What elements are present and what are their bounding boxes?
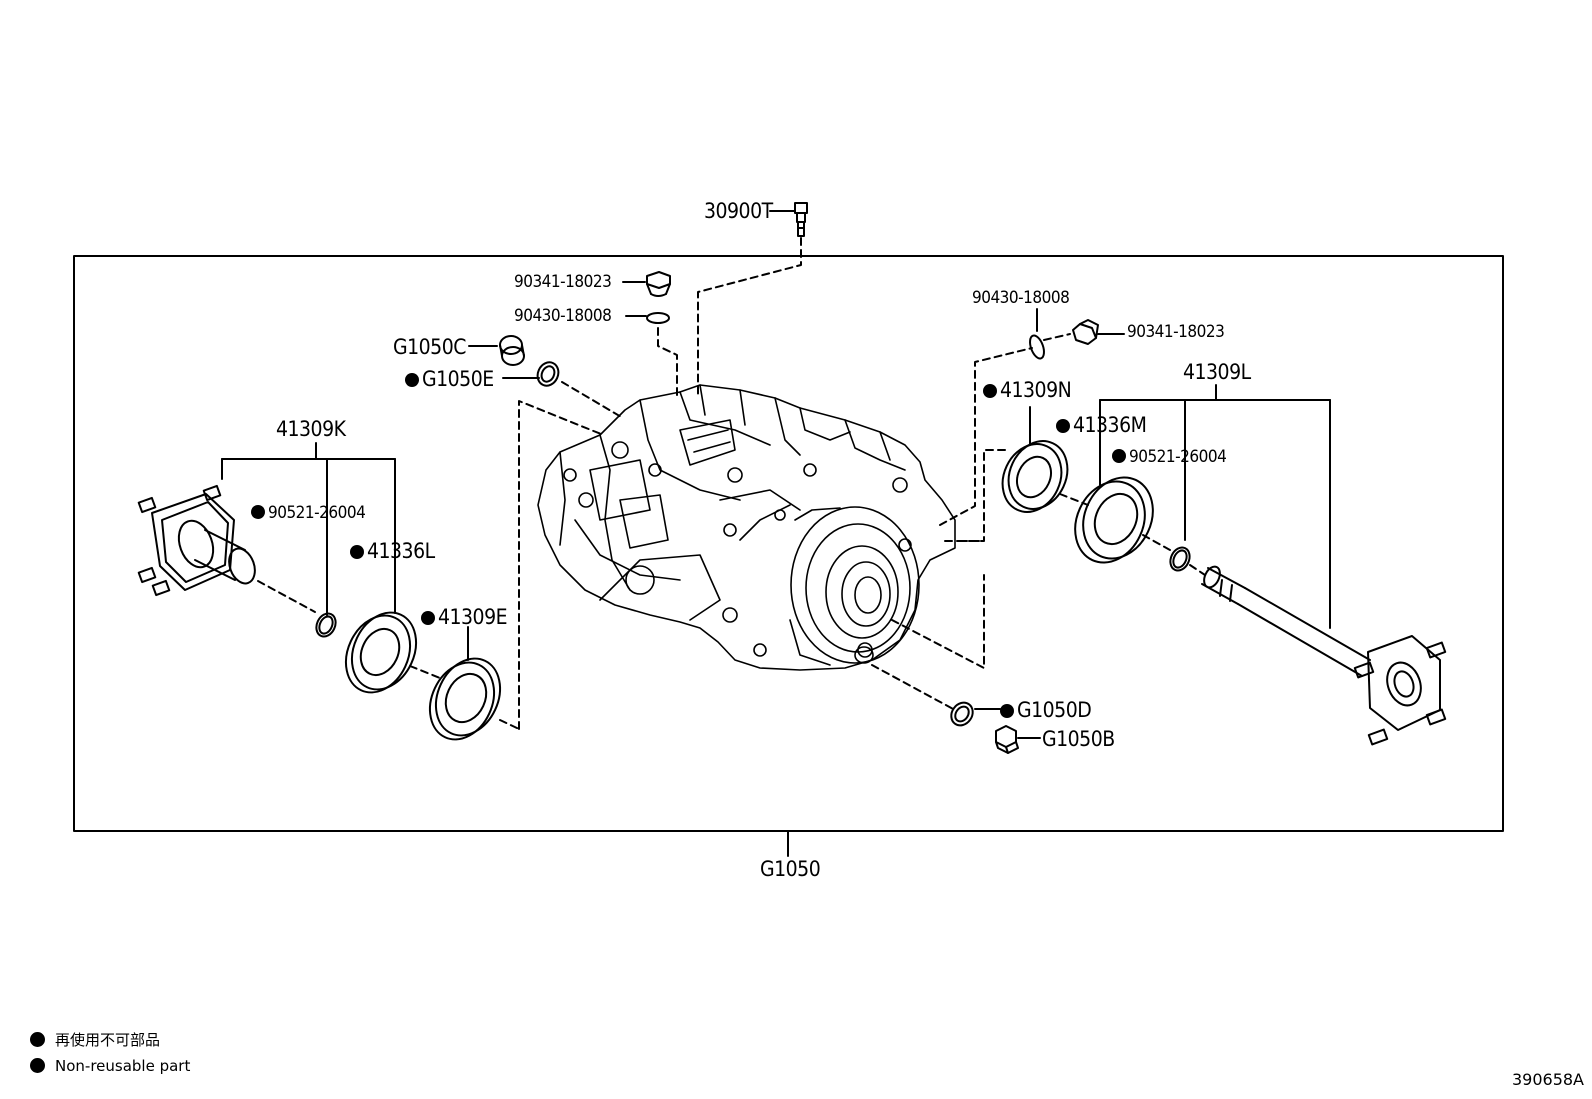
non-reusable-marker: [350, 545, 364, 559]
callout-b-part: G1050B: [1042, 727, 1115, 751]
callout-c-part: G1050C: [393, 335, 466, 359]
callout-right-seal: 41336M: [1056, 415, 1147, 436]
right-plug-part: [1072, 319, 1099, 345]
left-shaft-flange: [137, 484, 256, 597]
callout-left-plug: 90341-18023: [514, 272, 612, 292]
right-shaft: [1201, 565, 1447, 746]
document-id: 390658A: [1511, 1070, 1584, 1089]
non-reusable-marker: [1112, 449, 1126, 463]
legend-marker: [30, 1058, 45, 1073]
c-part-cap: [499, 335, 525, 366]
right-bearing: [1001, 440, 1069, 513]
non-reusable-marker: [405, 373, 419, 387]
legend-marker: [30, 1032, 45, 1047]
assembly-label: G1050: [760, 857, 821, 881]
top-plug-part: [769, 202, 808, 237]
callout-left-shaft: 41309K: [276, 417, 346, 441]
e-part-ring: [536, 361, 560, 387]
d-part-ring: [950, 701, 974, 727]
legend-item-english: Non-reusable part: [30, 1058, 190, 1074]
differential-housing: [537, 384, 956, 671]
callout-left-seal: 41336L: [350, 541, 435, 562]
callout-d-part: G1050D: [1000, 700, 1092, 721]
non-reusable-marker: [1056, 419, 1070, 433]
callout-right-gasket: 90430-18008: [972, 288, 1070, 308]
right-snap-ring: [1169, 546, 1191, 572]
non-reusable-marker: [421, 611, 435, 625]
callout-right-bearing: 41309N: [983, 380, 1072, 401]
assembly-frame: [73, 255, 1504, 832]
callout-left-gasket: 90430-18008: [514, 306, 612, 326]
b-part-nut: [995, 725, 1019, 754]
left-gasket-part: [646, 312, 670, 324]
top-plug-dash: [697, 237, 802, 399]
callout-right-shaft: 41309L: [1183, 360, 1251, 384]
callout-e-part: G1050E: [405, 369, 494, 390]
callout-left-snap-ring: 90521-26004: [251, 505, 366, 522]
left-bearing: [428, 657, 502, 741]
non-reusable-marker: [1000, 704, 1014, 718]
callout-right-plug: 90341-18023: [1127, 322, 1225, 342]
non-reusable-marker: [983, 384, 997, 398]
callout-top-plug: 30900T: [704, 199, 773, 223]
callout-right-snap-ring: 90521-26004: [1112, 449, 1227, 466]
left-plug-part: [646, 271, 671, 297]
callout-left-bearing: 41309E: [421, 607, 508, 628]
right-gasket-part: [1029, 334, 1045, 360]
right-seal: [1074, 476, 1154, 564]
non-reusable-marker: [251, 505, 265, 519]
left-snap-ring: [315, 612, 337, 638]
legend-item-japanese: 再使用不可部品: [30, 1032, 160, 1048]
left-seal: [344, 611, 418, 694]
